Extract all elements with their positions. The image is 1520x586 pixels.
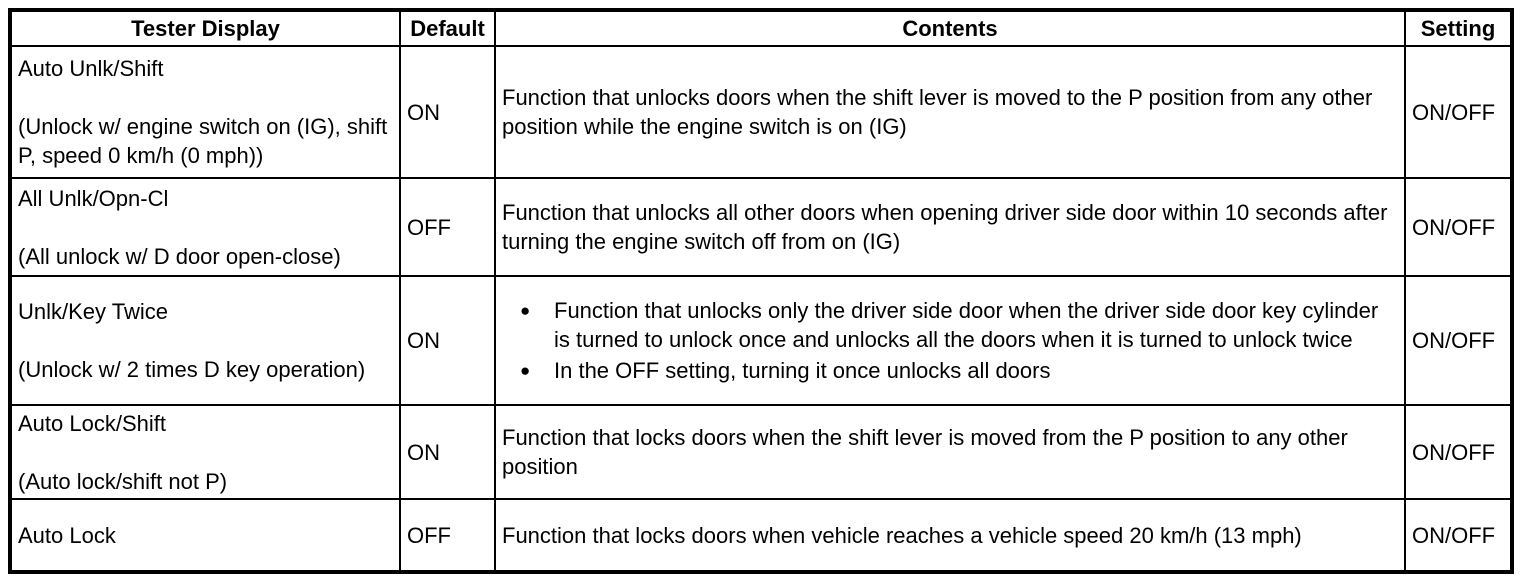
tester-subtitle: (Unlock w/ engine switch on (IG), shift … bbox=[18, 114, 388, 168]
table-row-auto-unlk-shift: Auto Unlk/Shift (Unlock w/ engine switch… bbox=[9, 45, 1513, 179]
table-row-auto-lock-shift: Auto Lock/Shift (Auto lock/shift not P) … bbox=[9, 404, 1513, 500]
header-default: Default bbox=[399, 9, 496, 47]
table-header-row: Tester Display Default Contents Setting bbox=[9, 9, 1513, 47]
tester-name: Auto Lock/Shift bbox=[18, 410, 166, 436]
tester-display-cell: Auto Lock/Shift (Auto lock/shift not P) bbox=[9, 404, 401, 500]
header-tester-display: Tester Display bbox=[9, 9, 401, 47]
tester-subtitle: (Auto lock/shift not P) bbox=[18, 468, 228, 494]
contents-cell: Function that locks doors when vehicle r… bbox=[494, 498, 1406, 573]
table-row-auto-lock: Auto Lock OFF Function that locks doors … bbox=[9, 498, 1513, 573]
default-value-cell: ON bbox=[399, 45, 496, 179]
bullet-text: In the OFF setting, turning it once unlo… bbox=[554, 358, 1051, 383]
contents-cell: ● Function that unlocks only the driver … bbox=[494, 275, 1406, 406]
setting-value-cell: ON/OFF bbox=[1404, 498, 1513, 573]
contents-cell: Function that unlocks doors when the shi… bbox=[494, 45, 1406, 179]
contents-cell: Function that unlocks all other doors wh… bbox=[494, 177, 1406, 277]
bullet-icon: ● bbox=[520, 361, 531, 380]
tester-subtitle: (All unlock w/ D door open-close) bbox=[18, 243, 341, 269]
contents-cell: Function that locks doors when the shift… bbox=[494, 404, 1406, 500]
tester-name: Auto Lock bbox=[18, 522, 116, 548]
header-contents: Contents bbox=[494, 9, 1406, 47]
bullet-icon: ● bbox=[520, 301, 531, 320]
default-value-cell: OFF bbox=[399, 177, 496, 277]
table-row-unlk-key-twice: Unlk/Key Twice (Unlock w/ 2 times D key … bbox=[9, 275, 1513, 406]
setting-value-cell: ON/OFF bbox=[1404, 45, 1513, 179]
tester-display-cell: Unlk/Key Twice (Unlock w/ 2 times D key … bbox=[9, 275, 401, 406]
table-row-all-unlk-opn-cl: All Unlk/Opn-Cl (All unlock w/ D door op… bbox=[9, 177, 1513, 277]
tester-subtitle: (Unlock w/ 2 times D key operation) bbox=[18, 357, 366, 382]
setting-value-cell: ON/OFF bbox=[1404, 177, 1513, 277]
customize-settings-table: Tester Display Default Contents Setting … bbox=[8, 8, 1514, 574]
bullet-text: Function that unlocks only the driver si… bbox=[554, 298, 1379, 352]
tester-display-cell: Auto Lock bbox=[9, 498, 401, 573]
setting-value-cell: ON/OFF bbox=[1404, 404, 1513, 500]
tester-name: Unlk/Key Twice bbox=[18, 299, 168, 324]
default-value-cell: ON bbox=[399, 275, 496, 406]
tester-display-cell: All Unlk/Opn-Cl (All unlock w/ D door op… bbox=[9, 177, 401, 277]
tester-name: Auto Unlk/Shift bbox=[18, 56, 164, 81]
default-value-cell: OFF bbox=[399, 498, 496, 573]
bullet-list-item: ● In the OFF setting, turning it once un… bbox=[502, 356, 1398, 385]
default-value-cell: ON bbox=[399, 404, 496, 500]
setting-value-cell: ON/OFF bbox=[1404, 275, 1513, 406]
tester-name: All Unlk/Opn-Cl bbox=[18, 185, 169, 211]
header-setting: Setting bbox=[1404, 9, 1513, 47]
bullet-list-item: ● Function that unlocks only the driver … bbox=[502, 296, 1398, 354]
tester-display-cell: Auto Unlk/Shift (Unlock w/ engine switch… bbox=[9, 45, 401, 179]
